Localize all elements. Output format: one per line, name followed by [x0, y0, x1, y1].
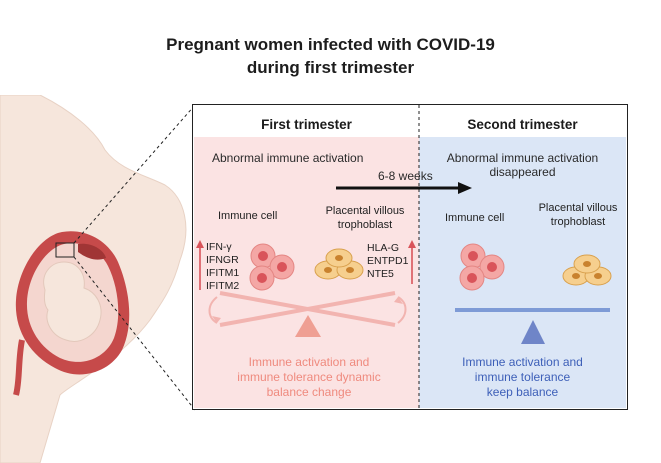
second-immune-cells: [459, 243, 505, 291]
immune-gene-list: IFN-γ IFNGR IFITM1 IFITM2: [206, 241, 239, 293]
transition-arrow: [336, 182, 472, 194]
placenta: [78, 243, 106, 260]
first-caption-line: balance change: [266, 385, 352, 399]
first-trophoblast-cells: [314, 248, 364, 280]
second-trimester-header: Second trimester: [467, 117, 578, 132]
second-status-line-2: disappeared: [489, 165, 556, 179]
first-trimester-header: First trimester: [261, 117, 352, 132]
trophoblast-gene-list: HLA-G ENTPD1 NTE5: [367, 242, 408, 281]
transition-label: 6-8 weeks: [378, 169, 433, 183]
first-caption: Immune activation and immune tolerance d…: [204, 355, 414, 400]
second-caption-line: Immune activation and: [462, 355, 583, 369]
immune-gene: IFN-γ: [206, 241, 232, 253]
first-caption-line: immune tolerance dynamic: [237, 370, 381, 384]
immune-gene: IFNGR: [206, 254, 239, 266]
dynamic-balance-scale: [208, 291, 407, 337]
title-line-1: Pregnant women infected with COVID-19: [166, 35, 495, 54]
trophoblast-up-arrow: [408, 240, 416, 284]
immune-gene: IFITM1: [206, 267, 240, 279]
fetus: [43, 261, 102, 342]
second-status-line-1: Abnormal immune activation: [446, 151, 599, 165]
cervix: [13, 339, 25, 396]
zoom-box: [55, 242, 75, 258]
second-caption-line: immune tolerance: [474, 370, 571, 384]
second-immune-cell-label: Immune cell: [445, 212, 505, 224]
second-trophoblast-cells: [562, 254, 612, 286]
first-trimester-panel: [194, 137, 419, 408]
second-trophoblast-label-2: trophoblast: [550, 216, 606, 228]
trophoblast-gene: NTE5: [367, 268, 394, 280]
immune-up-arrow: [196, 240, 204, 290]
first-immune-cells: [249, 243, 295, 291]
pregnant-woman-illustration: [0, 95, 187, 463]
balanced-scale: [455, 308, 610, 344]
first-trophoblast-label-1: Placental villous: [325, 205, 405, 217]
trophoblast-gene: HLA-G: [367, 242, 400, 254]
second-caption: Immune activation and immune tolerance k…: [425, 355, 620, 400]
first-immune-cell-label: Immune cell: [218, 210, 278, 222]
trophoblast-gene: ENTPD1: [367, 255, 409, 267]
panel-divider: [418, 105, 420, 409]
first-trophoblast-label-2: trophoblast: [337, 219, 393, 231]
immune-gene: IFITM2: [206, 280, 240, 292]
first-status-text: Abnormal immune activation: [212, 151, 364, 165]
second-caption-line: keep balance: [486, 385, 559, 399]
second-trophoblast-label-1: Placental villous: [538, 202, 618, 214]
title-line-2: during first trimester: [246, 58, 415, 77]
first-caption-line: Immune activation and: [248, 355, 370, 369]
